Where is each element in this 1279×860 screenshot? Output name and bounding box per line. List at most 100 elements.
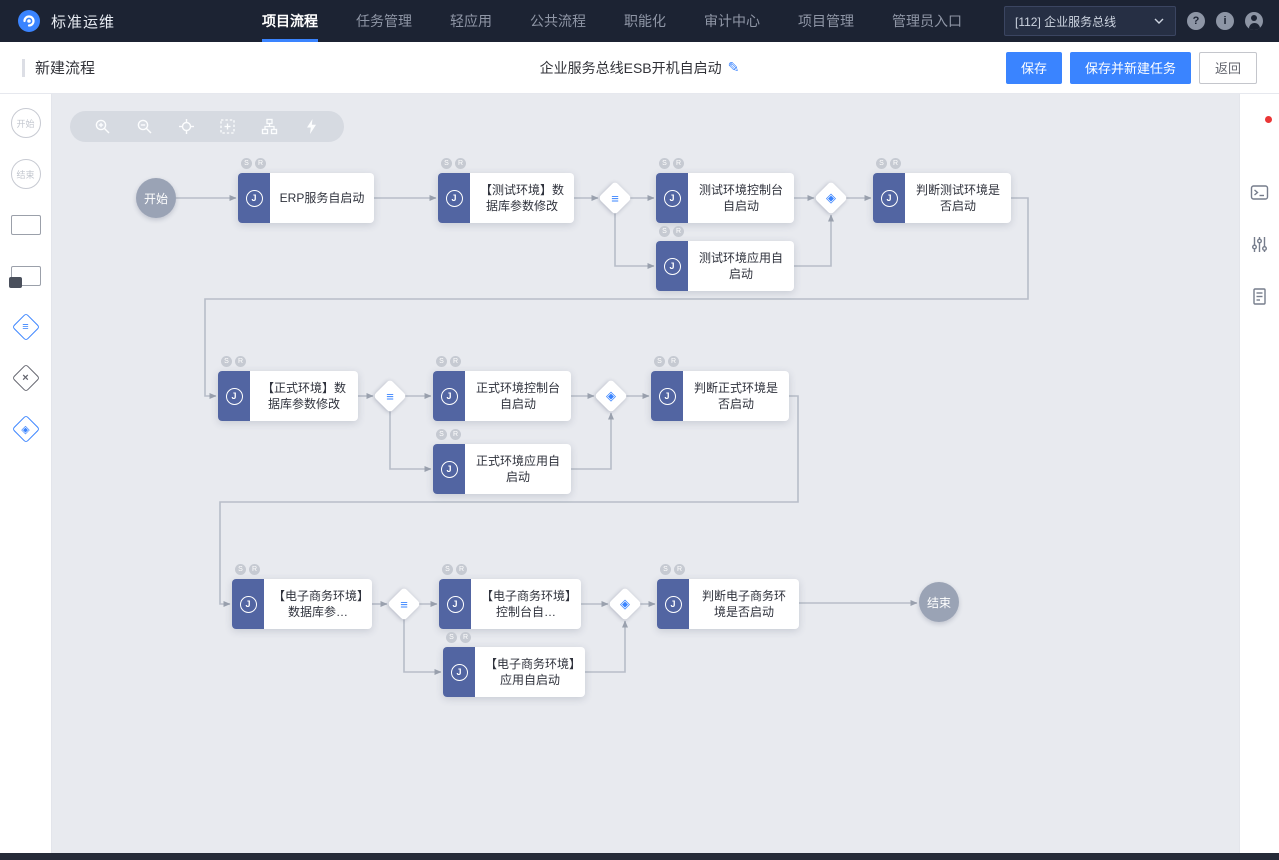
flow-edge: [204, 197, 1029, 399]
task-shape-icon: [10, 215, 41, 235]
nav-item[interactable]: 项目流程: [262, 0, 318, 42]
flow-edge: [585, 620, 628, 673]
reset-position-icon[interactable]: [177, 118, 195, 136]
flow-edge: [403, 619, 442, 675]
flow-parallel-gateway[interactable]: ≡: [387, 587, 421, 621]
node-label: 正式环境控制台自启动: [475, 380, 560, 411]
flow-title: 企业服务总线ESB开机自启动: [539, 59, 722, 76]
chevron-down-icon: [1153, 15, 1165, 27]
page-title: 新建流程: [35, 60, 96, 77]
flow-end-node[interactable]: 结束: [919, 582, 959, 622]
job-plugin-icon: J: [218, 371, 250, 421]
palette-converge-gateway[interactable]: ◈: [0, 414, 51, 444]
document-icon[interactable]: [1250, 286, 1270, 306]
node-label: 判断电子商务环境是否启动: [701, 588, 786, 619]
node-label: 测试环境控制台自启动: [698, 182, 783, 213]
nav-item[interactable]: 公共流程: [530, 13, 586, 29]
nav-right: [112] 企业服务总线 ? i: [1004, 6, 1263, 36]
flow-parallel-gateway[interactable]: ≡: [373, 379, 407, 413]
nav-item[interactable]: 任务管理: [356, 13, 412, 29]
flow-converge-gateway[interactable]: ◈: [594, 379, 628, 413]
node-label: 【电子商务环境】控制台自…: [480, 588, 571, 619]
sliders-icon[interactable]: [1250, 234, 1270, 254]
job-plugin-icon: J: [443, 647, 475, 697]
palette-task-node[interactable]: [0, 210, 51, 240]
palette-end-node[interactable]: 结束: [0, 159, 51, 189]
job-plugin-icon: J: [657, 579, 689, 629]
flow-converge-gateway[interactable]: ◈: [814, 181, 848, 215]
header-actions: 保存 保存并新建任务 返回: [1005, 51, 1257, 84]
format-layout-icon[interactable]: [260, 118, 278, 136]
job-plugin-icon: J: [656, 173, 688, 223]
palette-parallel-gateway[interactable]: ≡: [0, 312, 51, 342]
job-plugin-icon: J: [433, 444, 465, 494]
node-label: 判断测试环境是否启动: [915, 182, 1000, 213]
job-plugin-icon: J: [438, 173, 470, 223]
subflow-shape-icon: [8, 266, 41, 288]
edit-title-icon[interactable]: ✎: [727, 59, 740, 75]
flow-converge-gateway[interactable]: ◈: [608, 587, 642, 621]
frame-select-icon[interactable]: [219, 118, 237, 136]
node-label: ERP服务自启动: [279, 190, 365, 205]
edge-layer: [176, 195, 1029, 675]
main-nav: 项目流程 任务管理 轻应用 公共流程 职能化 审计中心 项目管理 管理员入口: [262, 0, 962, 42]
nav-item[interactable]: 项目管理: [798, 13, 854, 29]
quick-connect-icon[interactable]: [302, 118, 320, 136]
node-label: 【电子商务环境】应用自启动: [484, 656, 575, 687]
palette-exclusive-gateway[interactable]: ×: [0, 363, 51, 393]
nav-item[interactable]: 轻应用: [450, 13, 492, 29]
brand-name: 标准运维: [51, 13, 116, 31]
brand[interactable]: 标准运维: [16, 8, 166, 34]
flow-edge: [219, 395, 799, 607]
flow-title-wrap: 企业服务总线ESB开机自启动 ✎: [540, 58, 740, 78]
workspace: 开始 结束 ≡ × ◈: [0, 94, 1279, 853]
save-button[interactable]: 保存: [1005, 51, 1062, 84]
project-selector[interactable]: [112] 企业服务总线: [1004, 6, 1176, 36]
info-icon[interactable]: i: [1216, 12, 1234, 30]
help-icon[interactable]: ?: [1187, 12, 1205, 30]
node-label: 测试环境应用自启动: [698, 250, 783, 281]
flow-edge: [614, 213, 655, 269]
zoom-in-icon[interactable]: [94, 118, 112, 136]
back-button[interactable]: 返回: [1198, 51, 1257, 84]
converge-gateway-icon: ◈: [11, 414, 41, 444]
zoom-out-icon[interactable]: [135, 118, 153, 136]
nav-item[interactable]: 审计中心: [704, 13, 760, 29]
page-title-wrap: 新建流程: [22, 57, 95, 78]
job-plugin-icon: J: [651, 371, 683, 421]
palette-subflow-node[interactable]: [0, 261, 51, 291]
job-plugin-icon: J: [873, 173, 905, 223]
node-label: 【测试环境】数据库参数修改: [479, 182, 564, 213]
node-label: 判断正式环境是否启动: [693, 380, 778, 411]
user-avatar-icon[interactable]: [1245, 12, 1263, 30]
bottom-bar: [0, 853, 1279, 860]
palette-start-node[interactable]: 开始: [0, 108, 51, 138]
job-plugin-icon: J: [232, 579, 264, 629]
terminal-icon[interactable]: [1250, 182, 1270, 202]
flow-parallel-gateway[interactable]: ≡: [598, 181, 632, 215]
flow-start-node[interactable]: 开始: [136, 178, 176, 218]
save-and-create-button[interactable]: 保存并新建任务: [1069, 51, 1191, 84]
nav-item[interactable]: 管理员入口: [892, 13, 962, 29]
nav-item[interactable]: 职能化: [624, 13, 666, 29]
